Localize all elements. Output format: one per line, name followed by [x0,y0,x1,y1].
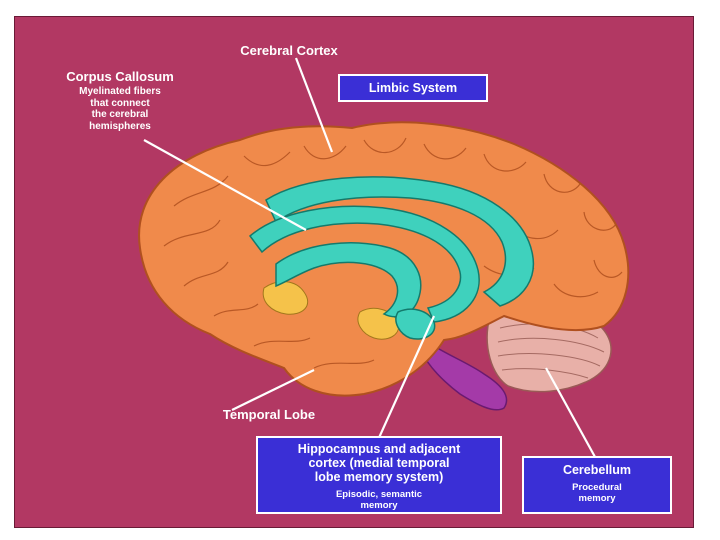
limbic-system-shape [248,176,535,340]
cerebellum-desc-line: memory [578,492,616,504]
hippocampus-title-line: Hippocampus and adjacent [297,442,461,456]
hippocampus-title-line: cortex (medial temporal [308,456,450,470]
corpus-callosum-desc-line: Myelinated fibers [79,86,161,97]
hippocampus-description: Episodic, semantic memory [258,489,500,512]
diagram-frame: Cerebral Cortex Corpus Callosum Myelinat… [14,16,694,528]
hippocampus-desc-line: Episodic, semantic [335,489,423,500]
corpus-callosum-description: Myelinated fibers that connect the cereb… [50,86,190,132]
corpus-callosum-label: Corpus Callosum [66,69,174,84]
cerebellum-description: Procedural memory [524,482,670,505]
cerebellum-title: Cerebellum [562,463,632,477]
hippocampus-box: Hippocampus and adjacent cortex (medial … [256,436,502,514]
brainstem-shape [421,345,508,411]
cerebral-cortex-label: Cerebral Cortex [240,43,338,58]
corpus-callosum-desc-line: that connect [90,97,150,109]
hippocampus-desc-line: memory [360,499,398,511]
corpus-callosum-desc-line: hemispheres [89,120,151,132]
cerebellum-box: Cerebellum Procedural memory [522,456,672,514]
hippocampus-title-line: lobe memory system) [314,470,444,484]
corpus-callosum-desc-line: the cerebral [91,109,149,120]
temporal-lobe-label: Temporal Lobe [222,407,316,422]
pointer-lines [143,57,601,467]
brain-illustration [138,57,630,467]
cerebellum-desc-line: Procedural [572,482,622,493]
limbic-system-label: Limbic System [368,81,458,95]
yellow-structures [262,281,400,340]
limbic-system-box: Limbic System [338,74,488,102]
